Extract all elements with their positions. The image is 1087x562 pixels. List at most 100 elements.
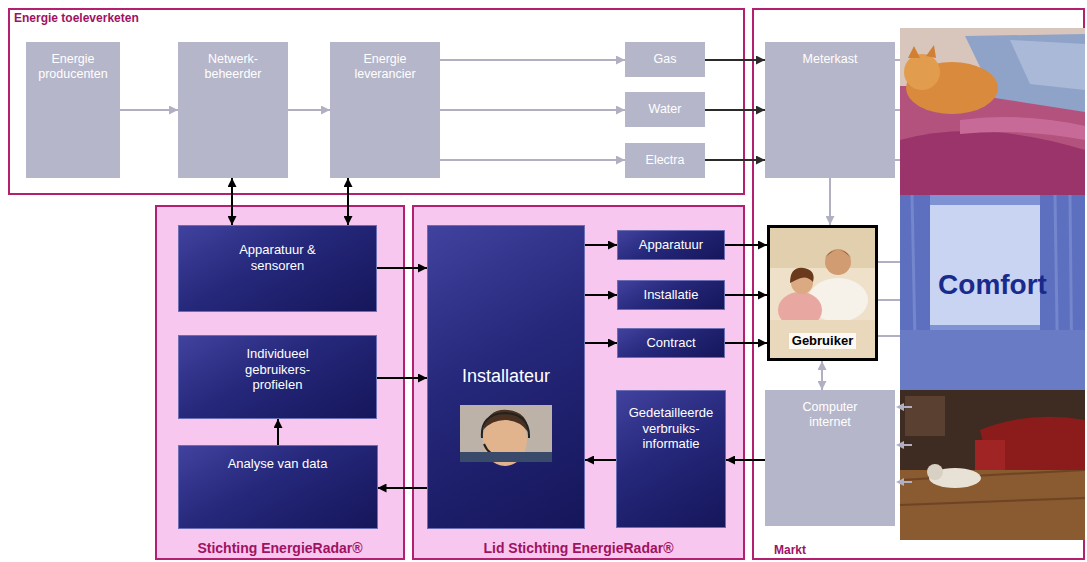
- flow-arrow: [288, 109, 330, 111]
- box-label: Installateur: [462, 366, 550, 388]
- small-arrowheads-part: [896, 478, 904, 486]
- photo-living-room-part: [929, 468, 981, 488]
- photo-installer-part: [483, 414, 527, 466]
- flow-arrow: [585, 459, 616, 461]
- box-label: Contract: [646, 335, 695, 351]
- photo-users-part: [825, 250, 851, 258]
- photo-curtains-part: [1070, 195, 1072, 390]
- photo-users-part: [791, 272, 813, 294]
- small-arrowheads-part: [896, 403, 904, 411]
- flow-arrow: [585, 244, 617, 246]
- flow-arrow: [725, 342, 767, 344]
- flow-arrow: [378, 487, 428, 489]
- box-label: Individueel gebruikers- profielen: [223, 346, 333, 393]
- process-box: Energie leverancier: [330, 42, 440, 178]
- flow-arrow: [440, 109, 625, 111]
- user-box: Gebruiker: [767, 225, 878, 361]
- flow-arrow: [440, 59, 625, 61]
- box-label: Apparatuur & sensoren: [218, 242, 338, 273]
- photo-users-part: [770, 228, 875, 268]
- flow-arrow: [120, 109, 178, 111]
- box-label: Installatie: [644, 287, 699, 303]
- box-label: Meterkast: [803, 52, 858, 67]
- flow-arrow: [705, 59, 765, 61]
- utility-box: Gas: [625, 42, 705, 77]
- photo-users-part: [790, 268, 814, 283]
- photo-bedroom-cat-part: [908, 46, 920, 58]
- box-label: Electra: [646, 153, 685, 168]
- flow-arrow: [705, 159, 765, 161]
- flow-arrow: [585, 294, 617, 296]
- output-box: Apparatuur: [617, 230, 725, 260]
- flow-arrow: [585, 342, 617, 344]
- photo-bedroom-cat-part: [900, 28, 1085, 195]
- box-label: Computer internet: [788, 400, 872, 430]
- photo-installer-part: [460, 405, 552, 462]
- photo-living-room-part: [975, 440, 1005, 470]
- flow-arrow: [726, 459, 765, 461]
- process-box: Energie producenten: [26, 42, 120, 178]
- photo-installer-part: [484, 444, 504, 456]
- box-label: Analyse van data: [183, 456, 373, 472]
- box-label: Gas: [654, 52, 677, 67]
- utility-box: Electra: [625, 143, 705, 178]
- flow-arrow: [277, 419, 279, 445]
- flow-arrow: [725, 244, 767, 246]
- flow-arrow: [231, 178, 233, 225]
- process-box: Apparatuur & sensoren: [178, 225, 377, 312]
- flow-arrow: [705, 109, 765, 111]
- leader-lines-part: [895, 109, 900, 111]
- foundation-region: Stichting EnergieRadar® Apparatuur & sens…: [155, 205, 405, 560]
- flow-arrow: [347, 178, 349, 225]
- flow-arrow: [821, 361, 823, 390]
- region-heading: Energie toeleverketen: [14, 11, 139, 25]
- region-heading: Stichting EnergieRadar®: [197, 540, 362, 557]
- photo-curtains-part: [1055, 195, 1058, 390]
- photo-living-room-part: [900, 390, 1085, 540]
- leader-lines-part: [903, 481, 912, 483]
- utility-box: Water: [625, 92, 705, 127]
- photo-living-room-part: [980, 417, 1085, 470]
- photo-living-room-part: [900, 498, 1085, 505]
- member-region-shape: [413, 206, 744, 559]
- leader-lines-part: [895, 59, 900, 61]
- photo-users: [770, 228, 875, 358]
- photo-users-part: [825, 249, 851, 275]
- photo-curtains-part: [1040, 195, 1085, 390]
- photo-bedroom-cat-part: [965, 34, 1085, 112]
- leader-lines-part: [903, 444, 912, 446]
- photo-bedroom-cat-part: [1010, 40, 1085, 90]
- photo-users-part: [770, 228, 875, 358]
- photo-living-room-part: [905, 396, 945, 436]
- foundation-region-shape: [156, 206, 404, 559]
- photo-installer: [460, 405, 552, 466]
- flow-arrow: [725, 294, 767, 296]
- photo-bedroom-cat: [900, 28, 1085, 195]
- label-holder: Comfort: [905, 268, 1080, 302]
- box-label: Gebruiker: [789, 333, 856, 349]
- photo-installer-part: [482, 413, 529, 438]
- photo-caption: Comfort: [905, 268, 1080, 302]
- photo-living-room: [900, 390, 1085, 540]
- photo-curtains-part: [930, 205, 1040, 325]
- flow-arrow: [377, 377, 427, 379]
- leader-lines-part: [878, 335, 900, 337]
- small-arrowheads-part: [896, 441, 904, 449]
- leader-lines: [878, 60, 912, 482]
- process-box: Meterkast: [765, 42, 895, 178]
- photo-living-room-part: [900, 470, 1085, 540]
- photo-bedroom-cat-part: [900, 28, 1085, 86]
- photo-curtains-part: [900, 195, 1085, 390]
- photo-bedroom-cat-part: [926, 45, 936, 58]
- installer-box: Installateur: [427, 225, 585, 529]
- box-label: Energie producenten: [31, 52, 115, 82]
- photo-users-part: [778, 292, 822, 328]
- box-label: Netwerk- beheerder: [191, 52, 275, 82]
- region-heading: Lid Stichting EnergieRadar®: [483, 540, 673, 557]
- member-region: Lid Stichting EnergieRadar® Installateur A…: [412, 205, 745, 560]
- box-label: Energie leverancier: [343, 52, 427, 82]
- output-box: Installatie: [617, 280, 725, 310]
- photo-living-room-part: [927, 464, 943, 480]
